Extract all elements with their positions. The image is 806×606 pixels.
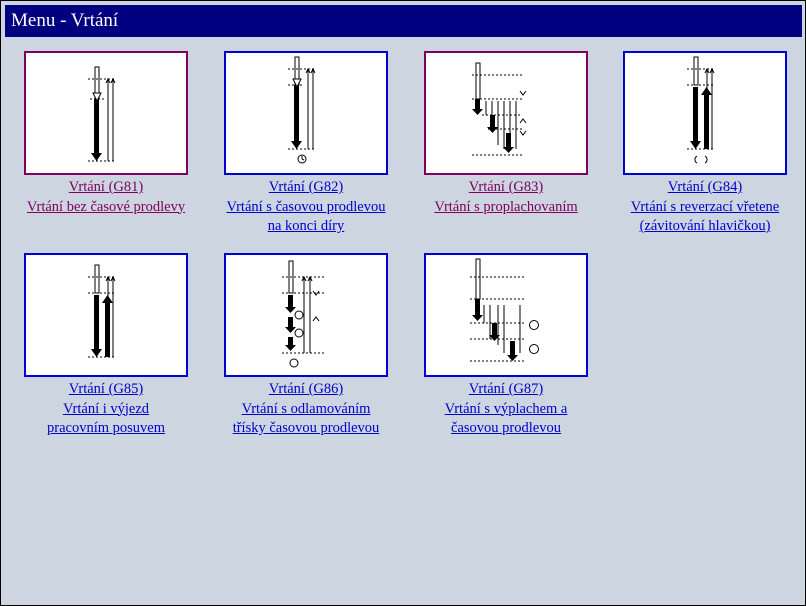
drill-g82-icon[interactable] bbox=[224, 51, 388, 175]
menu-item-desc[interactable]: Vrtání s proplachovaním bbox=[434, 198, 578, 215]
menu-item-desc[interactable]: Vrtání s reverzací vřetene bbox=[630, 198, 780, 215]
drill-g85-icon[interactable] bbox=[24, 253, 188, 377]
drill-g87-icon[interactable] bbox=[424, 253, 588, 377]
menu-item-g84-link[interactable]: Vrtání (G84) Vrtání s reverzací vřetene … bbox=[605, 178, 805, 237]
menu-item-desc-2[interactable]: časovou prodlevou bbox=[451, 420, 561, 436]
menu-item-desc[interactable]: Vrtání s výplachem a bbox=[444, 400, 568, 417]
menu-item-desc[interactable]: Vrtání s časovou prodlevou bbox=[226, 198, 386, 215]
menu-item-g82[interactable]: Vrtání (G82) Vrtání s časovou prodlevou … bbox=[206, 51, 406, 237]
menu-item-g87-link[interactable]: Vrtání (G87) Vrtání s výplachem a časovo… bbox=[406, 380, 606, 439]
menu-item-title[interactable]: Vrtání (G86) bbox=[268, 381, 344, 397]
menu-item-g86-link[interactable]: Vrtání (G86) Vrtání s odlamováním třísky… bbox=[206, 380, 406, 439]
menu-item-g83-link[interactable]: Vrtání (G83) Vrtání s proplachovaním bbox=[406, 178, 606, 217]
menu-item-desc[interactable]: Vrtání bez časové prodlevy bbox=[26, 198, 186, 215]
drill-g83-icon[interactable] bbox=[424, 51, 588, 175]
menu-item-title[interactable]: Vrtání (G87) bbox=[468, 381, 544, 397]
menu-item-g82-link[interactable]: Vrtání (G82) Vrtání s časovou prodlevou … bbox=[206, 178, 406, 237]
menu-item-desc[interactable]: Vrtání s odlamováním bbox=[241, 400, 371, 417]
menu-item-title[interactable]: Vrtání (G83) bbox=[468, 179, 544, 195]
menu-item-desc[interactable]: Vrtání i výjezd bbox=[62, 400, 150, 417]
menu-item-title[interactable]: Vrtání (G82) bbox=[268, 179, 344, 195]
window-title: Menu - Vrtání bbox=[5, 5, 802, 37]
drill-g86-icon[interactable] bbox=[224, 253, 388, 377]
menu-item-desc-2[interactable]: pracovním posuvem bbox=[47, 420, 165, 436]
menu-item-desc-2[interactable]: třísky časovou prodlevou bbox=[232, 420, 380, 436]
menu-item-g84[interactable]: Vrtání (G84) Vrtání s reverzací vřetene … bbox=[605, 51, 805, 237]
menu-item-title[interactable]: Vrtání (G84) bbox=[667, 179, 743, 195]
menu-item-g81-link[interactable]: Vrtání (G81) Vrtání bez časové prodlevy bbox=[6, 178, 206, 217]
menu-item-g87[interactable]: Vrtání (G87) Vrtání s výplachem a časovo… bbox=[406, 253, 606, 439]
menu-item-desc-2[interactable]: (závitování hlavičkou) bbox=[639, 218, 771, 234]
menu-item-g86[interactable]: Vrtání (G86) Vrtání s odlamováním třísky… bbox=[206, 253, 406, 439]
menu-item-g83[interactable]: Vrtání (G83) Vrtání s proplachovaním bbox=[406, 51, 606, 217]
menu-item-g85-link[interactable]: Vrtání (G85) Vrtání i výjezd pracovním p… bbox=[6, 380, 206, 439]
drill-g81-icon[interactable] bbox=[24, 51, 188, 175]
menu-item-title[interactable]: Vrtání (G85) bbox=[68, 381, 144, 397]
menu-item-title[interactable]: Vrtání (G81) bbox=[68, 179, 144, 195]
menu-item-g81[interactable]: Vrtání (G81) Vrtání bez časové prodlevy bbox=[6, 51, 206, 217]
drill-g84-icon[interactable] bbox=[623, 51, 787, 175]
menu-item-desc-2[interactable]: na konci díry bbox=[267, 218, 345, 234]
menu-item-g85[interactable]: Vrtání (G85) Vrtání i výjezd pracovním p… bbox=[6, 253, 206, 439]
